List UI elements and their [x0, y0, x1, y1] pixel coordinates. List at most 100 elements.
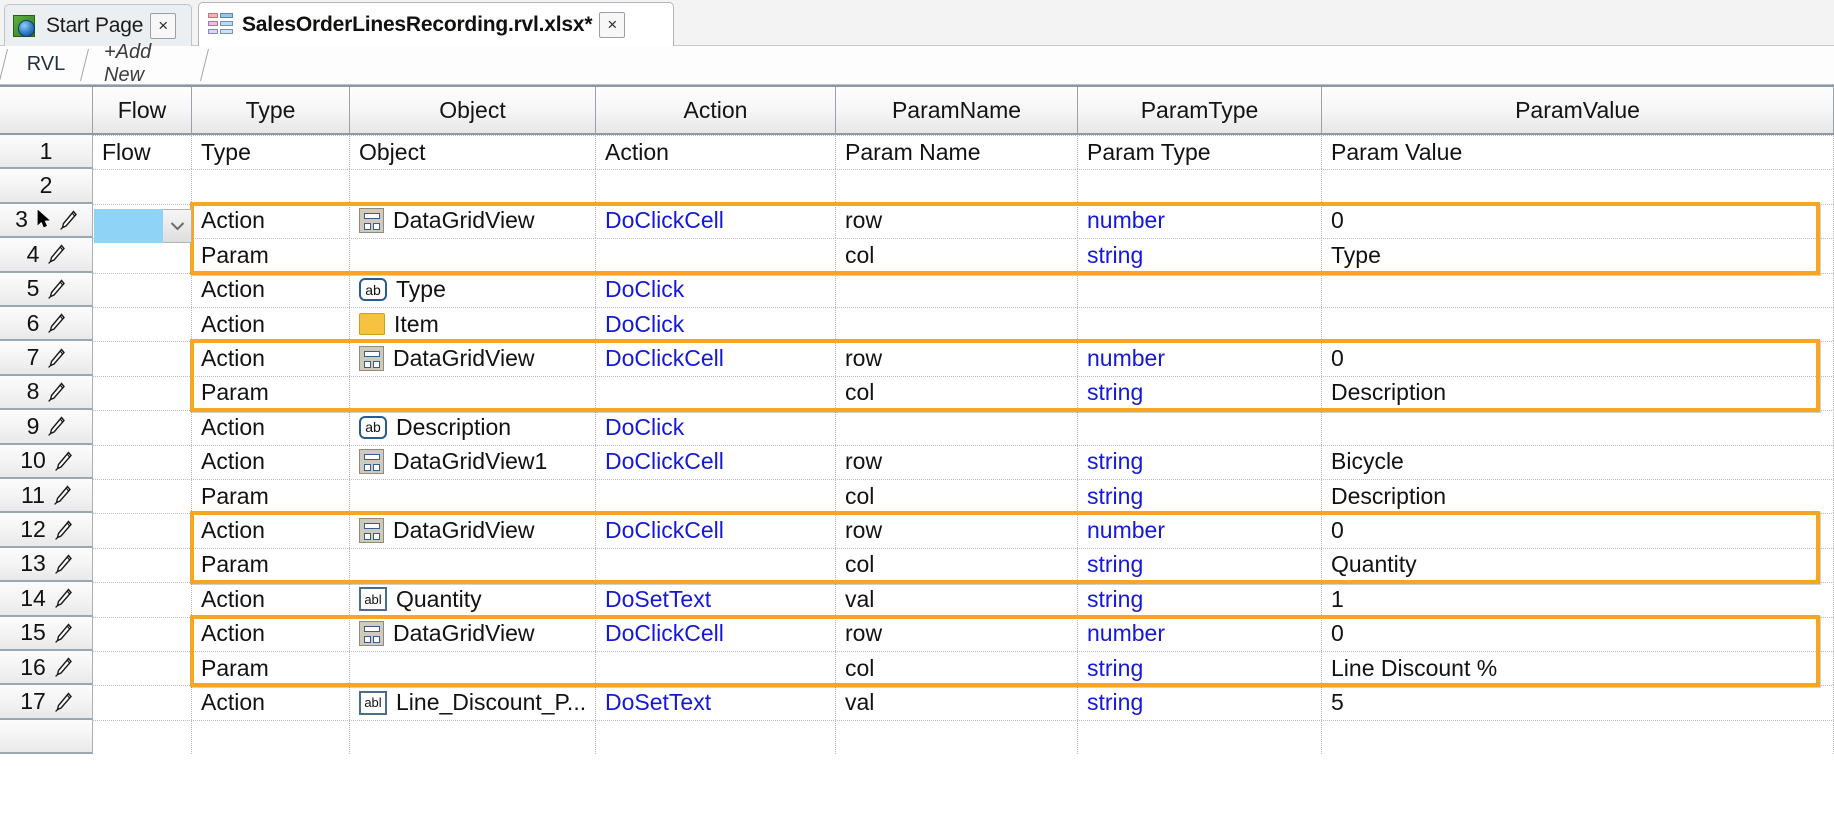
close-icon[interactable]: × — [599, 11, 626, 38]
row-header[interactable]: 7 — [0, 341, 93, 376]
grid-corner-header[interactable] — [0, 87, 93, 133]
row-header[interactable]: 6 — [0, 307, 93, 342]
row-header[interactable]: 14 — [0, 582, 93, 617]
cell-flow[interactable] — [93, 238, 192, 273]
cell-flow[interactable] — [93, 307, 192, 342]
cell-type[interactable]: Type — [192, 135, 350, 170]
cell-paramname[interactable]: col — [836, 375, 1078, 411]
cell-paramvalue[interactable]: Type — [1322, 238, 1834, 273]
cell-action[interactable]: DoSetText — [596, 685, 836, 720]
cell-action[interactable] — [596, 238, 836, 273]
cell-action[interactable]: DoClickCell — [596, 616, 836, 651]
flow-dropdown-cell[interactable] — [94, 208, 192, 243]
cell-paramname[interactable]: Param Name — [836, 135, 1078, 170]
cell-object[interactable]: Object — [350, 135, 596, 170]
cell-paramtype[interactable]: string — [1078, 238, 1322, 273]
cell-action[interactable]: DoClick — [596, 272, 836, 307]
cell-object[interactable]: DataGridView1 — [350, 444, 596, 479]
cell-paramname[interactable]: val — [836, 582, 1078, 617]
row-header[interactable]: 8 — [0, 375, 93, 411]
cell-flow[interactable] — [93, 685, 192, 720]
document-tab-recording[interactable]: SalesOrderLinesRecording.rvl.xlsx*× — [198, 2, 674, 46]
cell-paramname[interactable]: row — [836, 616, 1078, 651]
column-header-paramtype[interactable]: ParamType — [1078, 87, 1322, 133]
cell-paramname[interactable]: row — [836, 444, 1078, 479]
cell-object[interactable] — [350, 479, 596, 514]
column-header-action[interactable]: Action — [596, 87, 836, 133]
row-header[interactable]: 1 — [0, 135, 93, 170]
cell-type[interactable]: Param — [192, 375, 350, 411]
cell-paramtype[interactable]: string — [1078, 479, 1322, 514]
cell-paramname[interactable] — [836, 719, 1078, 755]
cell-paramname[interactable]: col — [836, 651, 1078, 686]
row-header[interactable]: 12 — [0, 513, 93, 548]
column-header-object[interactable]: Object — [350, 87, 596, 133]
cell-paramname[interactable]: col — [836, 479, 1078, 514]
cell-paramname[interactable] — [836, 272, 1078, 307]
cell-type[interactable]: Param — [192, 238, 350, 273]
cell-paramvalue[interactable]: 0 — [1322, 341, 1834, 376]
cell-paramtype[interactable]: number — [1078, 203, 1322, 239]
cell-paramname[interactable]: row — [836, 341, 1078, 376]
cell-object[interactable] — [350, 238, 596, 273]
row-header[interactable]: 11 — [0, 479, 93, 514]
cell-paramtype[interactable]: string — [1078, 685, 1322, 720]
cell-flow[interactable] — [93, 341, 192, 376]
row-header[interactable]: 5 — [0, 272, 93, 307]
cell-action[interactable]: Action — [596, 135, 836, 170]
column-header-paramname[interactable]: ParamName — [836, 87, 1078, 133]
cell-paramvalue[interactable]: Bicycle — [1322, 444, 1834, 479]
document-tab-start-page[interactable]: Start Page× — [4, 4, 192, 46]
cell-action[interactable]: DoClickCell — [596, 203, 836, 239]
row-header[interactable]: 13 — [0, 547, 93, 583]
row-header[interactable]: 10 — [0, 444, 93, 479]
column-header-paramvalue[interactable]: ParamValue — [1322, 87, 1834, 133]
cell-paramvalue[interactable] — [1322, 307, 1834, 342]
cell-action[interactable]: DoClick — [596, 410, 836, 445]
cell-type[interactable]: Param — [192, 651, 350, 686]
cell-type[interactable]: Action — [192, 685, 350, 720]
column-header-flow[interactable]: Flow — [93, 87, 192, 133]
cell-paramtype[interactable]: number — [1078, 341, 1322, 376]
cell-paramvalue[interactable] — [1322, 410, 1834, 445]
cell-paramtype[interactable]: string — [1078, 582, 1322, 617]
cell-paramvalue[interactable]: Quantity — [1322, 547, 1834, 583]
row-header[interactable]: 17 — [0, 685, 93, 720]
cell-action[interactable] — [596, 651, 836, 686]
cell-paramtype[interactable]: string — [1078, 547, 1322, 583]
row-header[interactable]: 3 — [0, 203, 93, 239]
cell-action[interactable] — [596, 169, 836, 204]
cell-action[interactable] — [596, 375, 836, 411]
sheet-tab-add-new[interactable]: +Add New — [86, 41, 209, 86]
cell-type[interactable]: Action — [192, 341, 350, 376]
cell-action[interactable]: DoClickCell — [596, 341, 836, 376]
cell-action[interactable] — [596, 479, 836, 514]
cell-paramvalue[interactable]: 0 — [1322, 616, 1834, 651]
cell-flow[interactable] — [93, 479, 192, 514]
cell-paramtype[interactable] — [1078, 307, 1322, 342]
cell-object[interactable]: DataGridView — [350, 341, 596, 376]
cell-paramvalue[interactable]: Param Value — [1322, 135, 1834, 170]
cell-paramname[interactable] — [836, 169, 1078, 204]
cell-paramvalue[interactable]: 5 — [1322, 685, 1834, 720]
row-header[interactable]: 9 — [0, 410, 93, 445]
cell-type[interactable]: Action — [192, 307, 350, 342]
cell-flow[interactable] — [93, 582, 192, 617]
cell-paramname[interactable]: col — [836, 238, 1078, 273]
cell-paramname[interactable]: val — [836, 685, 1078, 720]
cell-paramtype[interactable]: number — [1078, 616, 1322, 651]
cell-paramvalue[interactable] — [1322, 719, 1834, 755]
cell-type[interactable]: Action — [192, 582, 350, 617]
